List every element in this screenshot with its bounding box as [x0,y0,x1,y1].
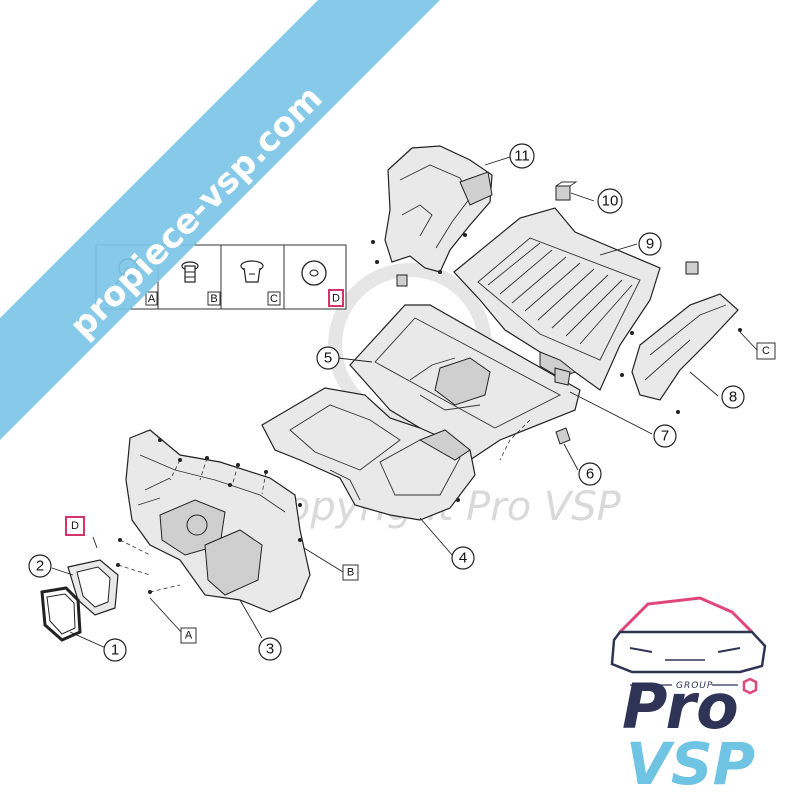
part-10-clip [555,181,699,275]
callout-7-label: 7 [661,428,669,445]
clip-c-icon [240,260,264,283]
callout-11-label: 11 [514,148,530,165]
callout-10: 10 [597,188,623,214]
callout-5-label: 5 [324,350,332,367]
callout-3-label: 3 [266,641,274,658]
fastener-label-a-text: A [185,630,193,642]
legend-letter-b: B [210,293,217,305]
callout-1: 1 [103,638,127,662]
callout-9-label: 9 [646,236,654,253]
legend-letter-c: C [270,293,278,305]
logo-pro-text: Pro [622,670,739,743]
part-6-clip [555,427,571,445]
fastener-label-c: C [756,342,776,360]
callout-8: 8 [721,385,745,409]
callout-2: 2 [28,554,52,578]
provsp-logo: GROUP Pro VSP [610,596,767,798]
callout-4-label: 4 [459,550,467,567]
part-3-firewall-insulator [125,429,311,613]
fastener-label-a: A [180,627,197,644]
fastener-label-c-text: C [762,345,770,357]
hexagon-icon [742,677,758,695]
logo-vsp-text: VSP [626,730,755,798]
part-11-arch-trim [371,145,493,287]
callout-5: 5 [316,346,340,370]
callout-6-label: 6 [586,466,594,483]
part-4-front-floor [261,387,476,521]
push-pin-icon [181,261,199,283]
part-2-gasket-frame [67,559,119,616]
fastener-label-d-text: D [71,520,79,532]
callout-9: 9 [638,232,662,256]
car-outline-icon [610,596,767,674]
callout-7: 7 [653,424,677,448]
legend-letter-d: D [332,293,340,305]
logo-group-text: GROUP [676,681,713,691]
washer-icon [301,260,327,286]
fastener-label-b-text: B [347,567,354,579]
callout-2-label: 2 [36,558,44,575]
callout-6: 6 [578,462,602,486]
fastener-label-d: D [65,516,85,536]
callout-10-label: 10 [602,193,619,210]
callout-1-label: 1 [111,642,119,659]
part-3-fasteners [116,438,302,594]
callout-11: 11 [509,143,535,169]
part-1-gasket-seal [40,586,82,642]
part-5-rear-floor [349,304,581,461]
callout-4: 4 [451,546,475,570]
leader-lines [51,156,758,650]
fastener-label-b: B [342,564,359,581]
callout-3: 3 [258,637,282,661]
part-8-side-rail [620,293,742,414]
callout-8-label: 8 [729,389,737,406]
legend-letter-a: A [148,293,156,305]
